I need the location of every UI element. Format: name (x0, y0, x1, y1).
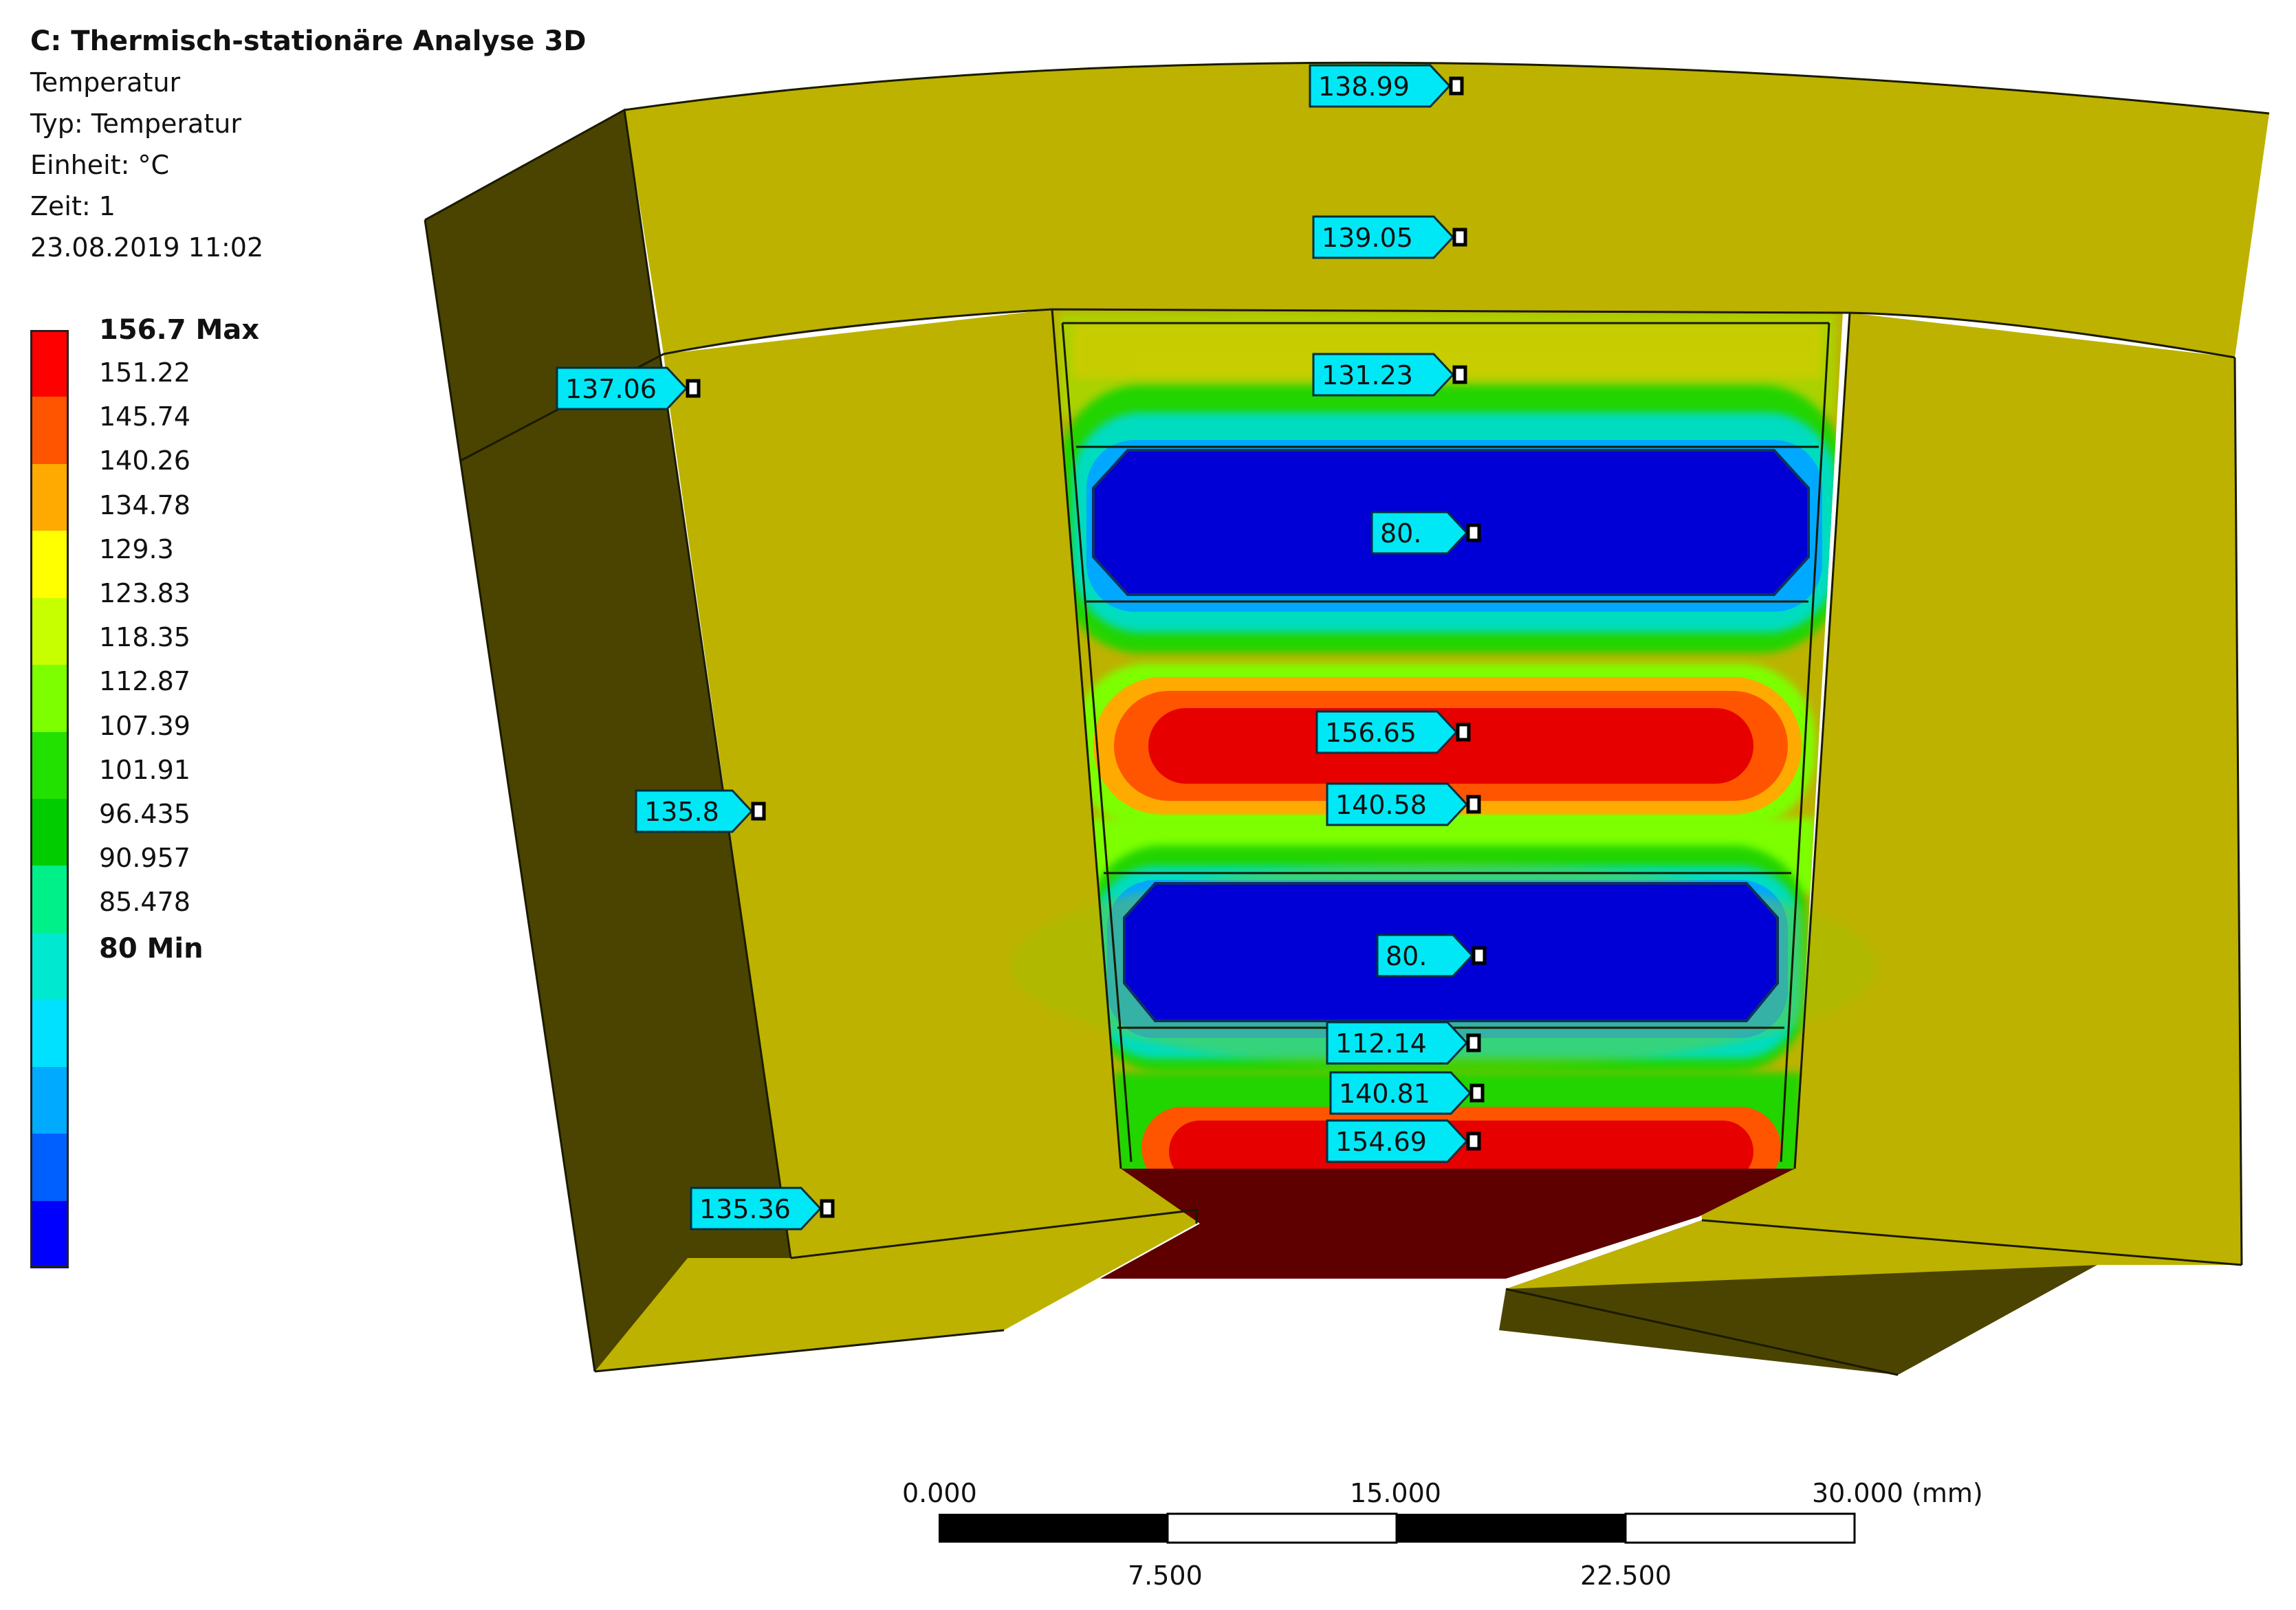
probe-marker (1456, 723, 1471, 742)
probe-label[interactable]: 135.36 (690, 1187, 835, 1231)
scale-seg-4 (1624, 1512, 1856, 1544)
model-edges (424, 61, 2270, 1376)
scale-bar: 0.000 15.000 30.000 (mm) 7.500 22.500 (902, 1478, 1983, 1591)
probe-marker (686, 379, 701, 398)
legend-level-label: 118.35 (99, 622, 190, 653)
probe-value: 139.05 (1322, 223, 1413, 253)
legend-swatch (30, 397, 69, 465)
legend-level-label: 145.74 (99, 401, 190, 432)
legend-swatch (30, 665, 69, 733)
scale-label-22-5: 22.500 (1580, 1561, 1672, 1591)
probe-value: 112.14 (1335, 1028, 1427, 1059)
legend-swatch (30, 799, 69, 867)
probe-value: 135.8 (644, 797, 719, 827)
slot-opening (1100, 1169, 1795, 1279)
scale-label-0: 0.000 (902, 1478, 977, 1508)
legend-level-label: 134.78 (99, 489, 190, 520)
result-name: Temperatur (30, 67, 181, 98)
probe-label[interactable]: 137.06 (556, 366, 701, 410)
result-type: Typ: Temperatur (30, 109, 241, 139)
probe-value: 140.81 (1339, 1079, 1430, 1109)
probe-labels: 138.99 139.05 131.23 137.06 80. 156.65 140.58 1… (556, 64, 1487, 1231)
probe-value: 138.99 (1318, 71, 1410, 102)
probe-label[interactable]: 135.8 (635, 789, 766, 833)
legend-level-label: 107.39 (99, 710, 190, 741)
yoke-top-face (624, 63, 2269, 357)
probe-label[interactable]: 154.69 (1326, 1119, 1481, 1163)
legend-level-label: 85.478 (99, 887, 190, 918)
legend-level-label: 112.87 (99, 666, 190, 697)
legend-swatch (30, 330, 69, 398)
legend-level-label: 129.3 (99, 533, 174, 564)
legend-min-label: 80 Min (99, 933, 204, 964)
probe-label[interactable]: 112.14 (1326, 1021, 1481, 1065)
result-unit: Einheit: °C (30, 150, 169, 180)
analysis-title: C: Thermisch-stationäre Analyse 3D (30, 25, 587, 57)
probe-marker (1449, 76, 1464, 96)
foot-right-top (1506, 1220, 2242, 1289)
legend-level-label: 151.22 (99, 357, 190, 388)
scale-label-7-5: 7.500 (1128, 1561, 1203, 1591)
probe-value: 135.36 (699, 1194, 791, 1224)
legend-level-label: 140.26 (99, 445, 190, 476)
legend-swatch (30, 865, 69, 934)
legend-max-label: 156.7 Max (99, 314, 260, 346)
probe-marker (820, 1199, 835, 1218)
probe-marker (1466, 795, 1481, 814)
probe-label[interactable]: 80. (1376, 934, 1487, 978)
legend-swatch (30, 1000, 69, 1068)
probe-value: 131.23 (1322, 360, 1413, 390)
probe-value: 137.06 (565, 374, 657, 404)
scale-label-15: 15.000 (1350, 1478, 1441, 1508)
legend-level-label: 123.83 (99, 578, 190, 608)
probe-value: 80. (1380, 518, 1421, 549)
probe-label[interactable]: 131.23 (1312, 353, 1467, 397)
legend-swatch (30, 463, 69, 532)
probe-label[interactable]: 140.58 (1326, 782, 1481, 826)
tooth-face-left (664, 309, 1196, 1258)
legend-swatch (30, 597, 69, 666)
probe-marker (751, 802, 766, 821)
legend-swatch (30, 1134, 69, 1202)
legend-swatch (30, 731, 69, 800)
probe-marker (1466, 1132, 1481, 1151)
legend-swatch (30, 932, 69, 1001)
probe-value: 154.69 (1335, 1127, 1427, 1157)
legend-swatch (30, 531, 69, 599)
probe-value: 140.58 (1335, 790, 1427, 820)
probe-marker (1472, 946, 1487, 965)
scale-seg-1 (939, 1514, 1168, 1543)
probe-label[interactable]: 156.65 (1315, 710, 1471, 754)
scale-seg-3 (1397, 1514, 1626, 1543)
probe-marker (1466, 1033, 1481, 1052)
legend-level-label: 90.957 (99, 843, 190, 874)
probe-value: 156.65 (1325, 718, 1417, 748)
probe-value: 80. (1386, 941, 1427, 971)
scale-label-30: 30.000 (mm) (1812, 1478, 1983, 1508)
probe-label[interactable]: 140.81 (1329, 1071, 1485, 1115)
side-face-left (425, 110, 997, 1371)
probe-marker (1466, 523, 1481, 542)
probe-label[interactable]: 139.05 (1312, 215, 1467, 259)
foot-left-top (595, 1210, 1196, 1371)
scale-seg-2 (1166, 1512, 1398, 1544)
result-header: C: Thermisch-stationäre Analyse 3D Tempe… (30, 21, 586, 268)
legend-swatch (30, 1066, 69, 1135)
tooth-face-right (1698, 313, 2242, 1265)
legend-swatch (30, 1200, 69, 1268)
probe-label[interactable]: 80. (1370, 511, 1481, 555)
result-time: Zeit: 1 (30, 191, 116, 221)
probe-marker (1452, 365, 1467, 384)
probe-marker (1452, 228, 1467, 247)
legend-level-label: 101.91 (99, 754, 190, 785)
result-date: 23.08.2019 11:02 (30, 232, 264, 263)
probe-marker (1469, 1083, 1485, 1103)
legend-level-label: 96.435 (99, 799, 190, 829)
probe-label[interactable]: 138.99 (1309, 64, 1464, 108)
